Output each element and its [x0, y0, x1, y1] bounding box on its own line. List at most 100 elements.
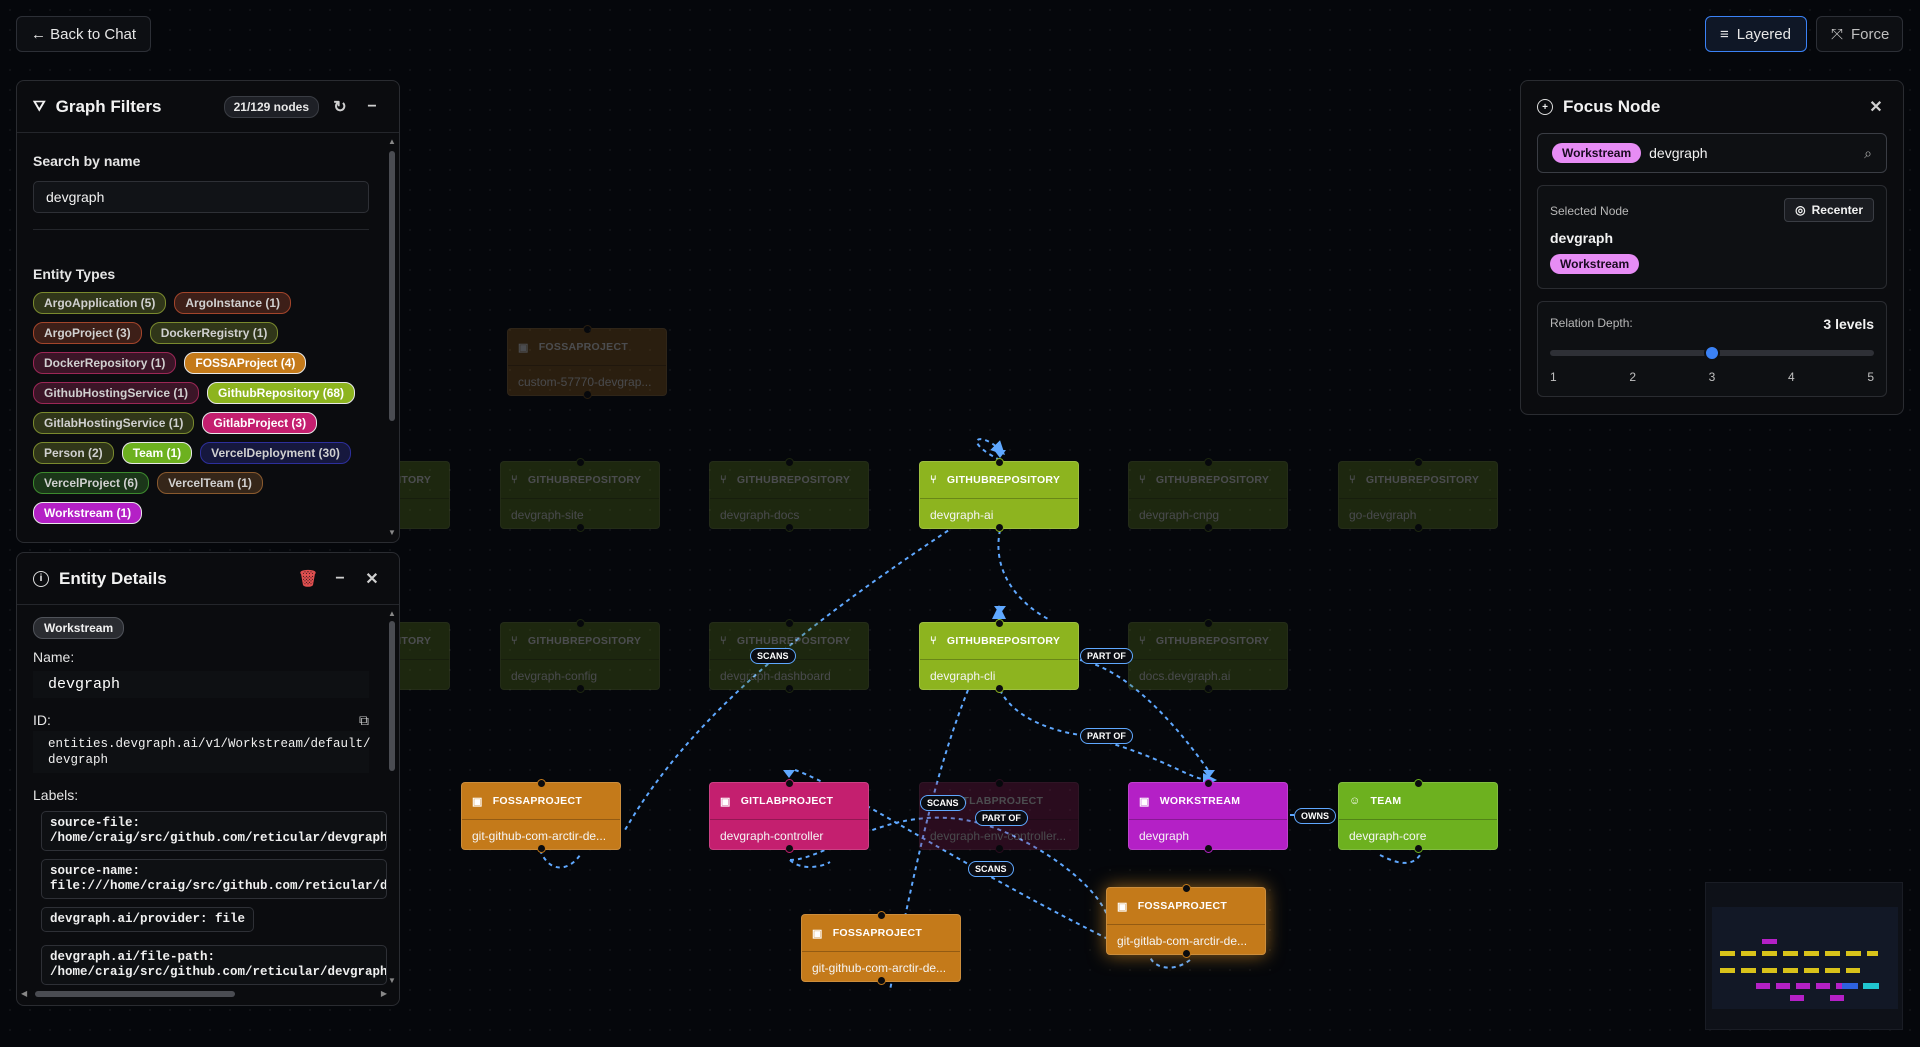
close-icon[interactable]: ✕ [365, 570, 379, 588]
entity-type-chip[interactable]: VercelTeam (1) [157, 472, 263, 494]
entity-type-chip[interactable]: ArgoApplication (5) [33, 292, 167, 314]
graph-node[interactable]: ⑂GITHUBREPOSITORY docs.devgraph.ai [1128, 619, 1288, 693]
filters-scrollbar[interactable]: ▲ ▼ [387, 137, 397, 537]
package-icon: ▣ [1139, 795, 1150, 808]
node-type: GITHUBREPOSITORY [1155, 635, 1270, 647]
node-handle[interactable] [576, 619, 585, 628]
entity-type-chip[interactable]: DockerRegistry (1) [149, 322, 279, 344]
node-handle[interactable] [1414, 458, 1423, 467]
entity-type-chip[interactable]: ArgoProject (3) [33, 322, 142, 344]
node-handle[interactable] [785, 684, 794, 693]
graph-node[interactable]: ⑂GITHUBREPOSITORY go-devgraph [1338, 458, 1498, 532]
depth-slider-thumb[interactable] [1704, 345, 1720, 361]
search-input[interactable]: devgraph [33, 181, 369, 213]
node-handle[interactable] [576, 684, 585, 693]
graph-node[interactable]: ☺TEAM devgraph-core [1338, 779, 1498, 853]
entity-type-chip[interactable]: FOSSAProject (4) [184, 352, 307, 374]
node-handle[interactable] [995, 779, 1004, 788]
force-layout-button[interactable]: ⤧ Force [1816, 16, 1903, 52]
node-handle[interactable] [1182, 949, 1191, 958]
depth-slider[interactable] [1550, 345, 1874, 361]
minimize-icon[interactable]: − [367, 97, 377, 115]
node-name: devgraph-ai [920, 498, 1078, 530]
graph-node[interactable]: ⑂GITHUBREPOSITORY devgraph-cnpg [1128, 458, 1288, 532]
minimize-icon[interactable]: − [335, 569, 345, 587]
graph-node[interactable]: ⑂GITHUBREPOSITORY devgraph-cli [919, 619, 1079, 693]
graph-node[interactable]: ▣FOSSAPROJECT custom-57770-devgrap... [507, 325, 667, 399]
entity-type-chip[interactable]: GitlabProject (3) [202, 412, 318, 434]
node-handle[interactable] [537, 779, 546, 788]
node-handle[interactable] [1204, 458, 1213, 467]
node-handle[interactable] [1414, 523, 1423, 532]
node-handle[interactable] [1204, 684, 1213, 693]
entity-type-chip[interactable]: ArgoInstance (1) [174, 292, 292, 314]
focus-search-input[interactable]: Workstream devgraph ⌕ [1537, 133, 1887, 173]
node-handle[interactable] [583, 325, 592, 334]
graph-node[interactable]: ▣FOSSAPROJECT git-github-com-arctir-de..… [461, 779, 621, 853]
entity-type-chip[interactable]: Person (2) [33, 442, 114, 464]
node-handle[interactable] [995, 684, 1004, 693]
node-handle[interactable] [1204, 779, 1213, 788]
node-handle[interactable] [877, 911, 886, 920]
node-handle[interactable] [877, 976, 886, 985]
minimap[interactable] [1705, 882, 1903, 1030]
graph-node[interactable]: ▣WORKSTREAM devgraph [1128, 779, 1288, 853]
node-handle[interactable] [785, 619, 794, 628]
delete-icon[interactable]: 🗑 [297, 570, 319, 588]
depth-tick: 5 [1867, 370, 1874, 384]
node-handle[interactable] [1204, 523, 1213, 532]
graph-node[interactable]: ⑂GITHUBREPOSITORY devgraph-config [500, 619, 660, 693]
node-handle[interactable] [785, 458, 794, 467]
scroll-down-icon: ▼ [388, 976, 396, 985]
node-handle[interactable] [995, 619, 1004, 628]
node-handle[interactable] [576, 523, 585, 532]
node-handle[interactable] [1182, 884, 1191, 893]
entity-type-chip[interactable]: DockerRepository (1) [33, 352, 177, 374]
copy-icon[interactable]: ⧉ [359, 712, 369, 728]
node-handle[interactable] [576, 458, 585, 467]
entity-type-chip[interactable]: GithubRepository (68) [207, 382, 356, 404]
graph-node[interactable]: ▣FOSSAPROJECT git-github-com-arctir-de..… [801, 911, 961, 985]
node-handle[interactable] [1204, 844, 1213, 853]
layered-layout-button[interactable]: ≡ Layered [1705, 16, 1807, 52]
graph-filters-panel: ⛛ Graph Filters 21/129 nodes ↻ − Search … [16, 80, 400, 543]
recenter-button[interactable]: ◎ Recenter [1784, 198, 1874, 222]
entity-type-chip[interactable]: Workstream (1) [33, 502, 143, 524]
graph-node[interactable]: ⑂GITHUBREPOSITORY devgraph-ai [919, 458, 1079, 532]
entity-type-chip[interactable]: GithubHostingService (1) [33, 382, 200, 404]
entity-type-chip[interactable]: VercelProject (6) [33, 472, 150, 494]
entity-type-chip[interactable]: VercelDeployment (30) [200, 442, 351, 464]
node-type: GITHUBREPOSITORY [736, 635, 851, 647]
node-handle[interactable] [1204, 619, 1213, 628]
branch-icon: ⑂ [720, 474, 727, 486]
graph-node[interactable]: ▣FOSSAPROJECT git-gitlab-com-arctir-de..… [1106, 884, 1266, 958]
graph-node[interactable]: ⑂GITHUBREPOSITORY devgraph-site [500, 458, 660, 532]
scroll-up-icon: ▲ [388, 137, 396, 146]
node-handle[interactable] [785, 844, 794, 853]
entity-type-chip[interactable]: GitlabHostingService (1) [33, 412, 195, 434]
edge-label: SCANS [920, 795, 966, 811]
details-horizontal-scrollbar[interactable]: ◀ ▶ [21, 989, 387, 999]
node-handle[interactable] [995, 523, 1004, 532]
reset-icon[interactable]: ↻ [333, 98, 347, 116]
node-handle[interactable] [995, 458, 1004, 467]
node-handle[interactable] [1414, 779, 1423, 788]
close-icon[interactable]: ✕ [1869, 99, 1883, 116]
edge-label: PART OF [1080, 728, 1133, 744]
filter-icon: ⛛ [33, 98, 46, 115]
node-name: devgraph-cli [920, 659, 1078, 691]
entity-type-chip[interactable]: Team (1) [121, 442, 193, 464]
graph-node[interactable]: ⑂GITHUBREPOSITORY devgraph-docs [709, 458, 869, 532]
node-handle[interactable] [537, 844, 546, 853]
node-handle[interactable] [583, 390, 592, 399]
node-handle[interactable] [785, 523, 794, 532]
name-label: Name: [33, 649, 75, 665]
graph-node[interactable]: ▣GITLABPROJECT devgraph-controller [709, 779, 869, 853]
node-handle[interactable] [1414, 844, 1423, 853]
crosshair-icon: + [1537, 99, 1553, 115]
details-scrollbar[interactable]: ▲ ▼ [387, 609, 397, 985]
node-handle[interactable] [785, 779, 794, 788]
node-handle[interactable] [995, 844, 1004, 853]
back-to-chat-button[interactable]: ← Back to Chat [16, 16, 152, 52]
